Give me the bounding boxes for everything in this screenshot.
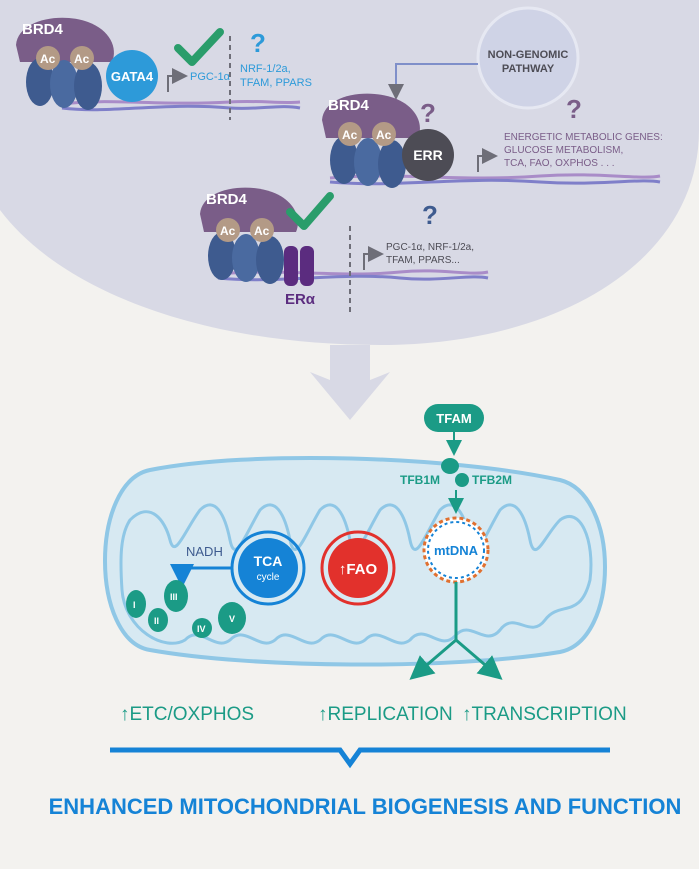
question-mark: ? [250, 28, 266, 58]
complex-label: V [229, 614, 235, 624]
promoter-arrow [477, 148, 498, 172]
ac-label: Ac [376, 128, 392, 142]
brd4-label: BRD4 [22, 21, 63, 38]
mitochondrion: TFB1M TFB2M mtDNA TCA cycle NADH I II II… [103, 455, 607, 680]
outcome-transcription: ↑TRANSCRIPTION [462, 704, 627, 725]
era-label: ERα [285, 291, 316, 308]
pathway-label: PATHWAY [502, 63, 555, 75]
check-icon [286, 192, 334, 230]
conclusion-title: ENHANCED MITOCHONDRIAL BIOGENESIS AND FU… [49, 794, 682, 819]
err-label: ERR [413, 147, 443, 163]
nadh-arrow [170, 564, 232, 588]
etc-complexes: I II III IV V [126, 580, 246, 638]
fork-left [409, 638, 457, 680]
non-genomic-pathway: NON-GENOMIC PATHWAY [388, 6, 580, 110]
genes-label: TCA, FAO, OXPHOS . . . [504, 158, 615, 169]
pgc-label: PGC-1α [190, 71, 231, 83]
question-mark: ? [422, 200, 438, 230]
targets-label: TFAM, PPARS... [386, 255, 460, 266]
err-factor [402, 129, 454, 181]
era-dimer [300, 246, 314, 286]
question-mark: ? [420, 98, 436, 128]
complex-label: III [170, 592, 178, 602]
era-complex: BRD4 Ac Ac ERα ? PGC-1α, NRF-1/2a, TFAM,… [200, 187, 489, 312]
tfam-box [424, 404, 484, 432]
targets-label: PGC-1α, NRF-1/2a, [386, 242, 474, 253]
brd4-label: BRD4 [328, 97, 369, 114]
promoter-arrow [167, 68, 188, 92]
tfam-label: TFAM [436, 411, 471, 426]
ac-label: Ac [220, 224, 236, 238]
targets-label: NRF-1/2a, [240, 63, 291, 75]
tca-label: cycle [257, 572, 280, 583]
outcome-etc: ↑ETC/OXPHOS [120, 704, 254, 725]
promoter-arrow [363, 246, 384, 270]
pathway-arrow [388, 63, 478, 100]
err-complex: BRD4 Ac Ac ERR ? ? ENERGETIC METABOLIC G… [322, 93, 663, 188]
complex-label: IV [197, 624, 206, 634]
complex-label: I [133, 600, 136, 610]
era-dimer [284, 246, 298, 286]
down-arrow [310, 345, 390, 420]
question-mark: ? [566, 94, 582, 124]
tfb-blob [455, 473, 469, 487]
fork-right [455, 638, 503, 680]
summary-brace [110, 747, 610, 769]
fao-cycle [328, 538, 388, 598]
ac-label: Ac [254, 224, 270, 238]
check-icon [174, 28, 224, 66]
ac-label: Ac [342, 128, 358, 142]
genes-label: ENERGETIC METABOLIC GENES: [504, 132, 663, 143]
gata4-complex: BRD4 Ac Ac GATA4 PGC-1α ? NRF-1/2a, TFAM… [16, 17, 312, 120]
outcome-replication: ↑REPLICATION [318, 704, 453, 725]
brd4-label: BRD4 [206, 191, 247, 208]
complex-label: II [154, 616, 159, 626]
fao-label: ↑FAO [339, 561, 378, 578]
gata4-label: GATA4 [111, 69, 154, 84]
ac-label: Ac [40, 52, 56, 66]
ac-label: Ac [74, 52, 90, 66]
tfam-group: TFAM [424, 404, 484, 456]
tfb1m-label: TFB1M [400, 473, 440, 487]
nadh-label: NADH [186, 544, 223, 559]
tca-label: TCA [254, 553, 283, 569]
targets-label: TFAM, PPARS [240, 77, 312, 89]
mtdna-label: mtDNA [434, 543, 479, 558]
gata4-factor [106, 50, 158, 102]
tfb2m-label: TFB2M [472, 473, 512, 487]
tfb-blob [441, 458, 459, 474]
tca-cycle [238, 538, 298, 598]
pathway-label: NON-GENOMIC [488, 49, 569, 61]
genes-label: GLUCOSE METABOLISM, [504, 145, 623, 156]
